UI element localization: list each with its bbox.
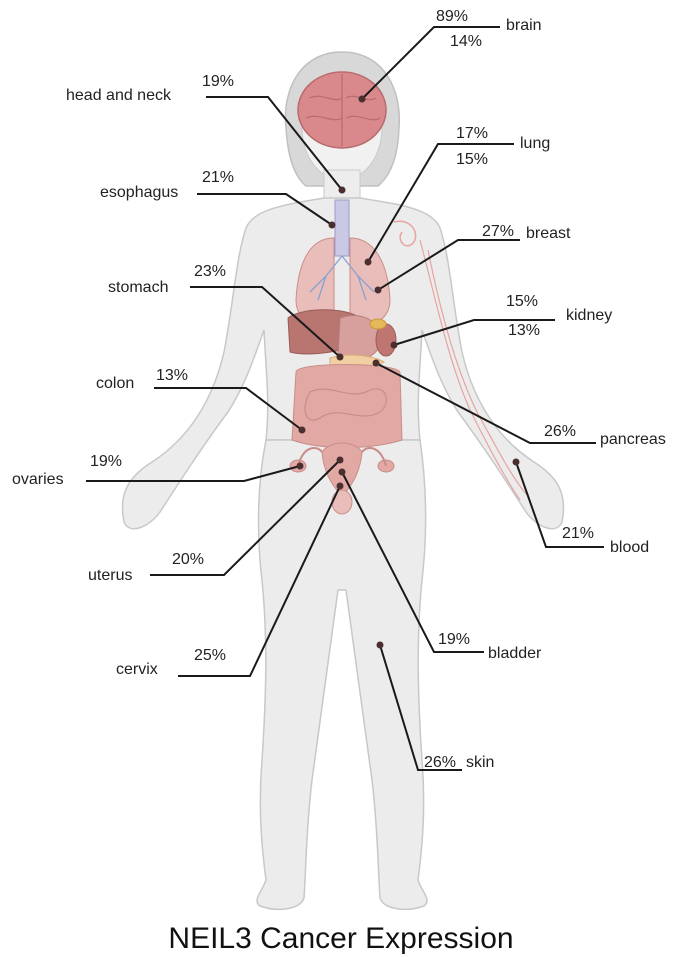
- trachea: [335, 200, 349, 256]
- dot-skin: [377, 642, 384, 649]
- brain-label: brain: [506, 17, 542, 34]
- ovaries-value: 19%: [90, 453, 122, 470]
- esophagus-value: 21%: [202, 169, 234, 186]
- dot-stomach: [337, 354, 344, 361]
- stomach-value: 23%: [194, 263, 226, 280]
- brain-value-1: 89%: [436, 8, 468, 25]
- blood-value: 21%: [562, 525, 594, 542]
- uterus-label: uterus: [88, 567, 132, 584]
- skin-value: 26%: [424, 754, 456, 771]
- dot-lung: [365, 259, 372, 266]
- kidney-value-1: 15%: [506, 293, 538, 310]
- dot-blood: [513, 459, 520, 466]
- skin-label: skin: [466, 754, 494, 771]
- uterus-value: 20%: [172, 551, 204, 568]
- head-neck-label: head and neck: [66, 87, 172, 104]
- dot-pancreas: [373, 360, 380, 367]
- colon-organ: [292, 365, 402, 448]
- lung-label: lung: [520, 135, 550, 152]
- kidney-value-2: 13%: [508, 322, 540, 339]
- breast-label: breast: [526, 225, 571, 242]
- dot-esophagus: [329, 222, 336, 229]
- pancreas-label: pancreas: [600, 431, 666, 448]
- dot-bladder: [339, 469, 346, 476]
- esophagus-label: esophagus: [100, 184, 178, 201]
- brain-value-2: 14%: [450, 33, 482, 50]
- dot-uterus: [337, 457, 344, 464]
- ovaries-label: ovaries: [12, 471, 64, 488]
- cervix-value: 25%: [194, 647, 226, 664]
- colon-label: colon: [96, 375, 134, 392]
- dot-kidney: [391, 342, 398, 349]
- colon-value: 13%: [156, 367, 188, 384]
- bladder-organ: [332, 490, 352, 514]
- lung-value-1: 17%: [456, 125, 488, 142]
- dot-brain: [359, 96, 366, 103]
- blood-label: blood: [610, 539, 649, 556]
- breast-value: 27%: [482, 223, 514, 240]
- bladder-value: 19%: [438, 631, 470, 648]
- kidney-label: kidney: [566, 307, 612, 324]
- dot-head-neck: [339, 187, 346, 194]
- dot-colon: [299, 427, 306, 434]
- dot-breast: [375, 287, 382, 294]
- pancreas-value: 26%: [544, 423, 576, 440]
- stomach-label: stomach: [108, 279, 168, 296]
- lung-value-2: 15%: [456, 151, 488, 168]
- bladder-label: bladder: [488, 645, 542, 662]
- dot-ovaries: [297, 463, 304, 470]
- diagram-title: NEIL3 Cancer Expression: [168, 922, 513, 955]
- adrenal: [370, 319, 386, 329]
- head-neck-value: 19%: [202, 73, 234, 90]
- dot-cervix: [337, 483, 344, 490]
- cervix-label: cervix: [116, 661, 158, 678]
